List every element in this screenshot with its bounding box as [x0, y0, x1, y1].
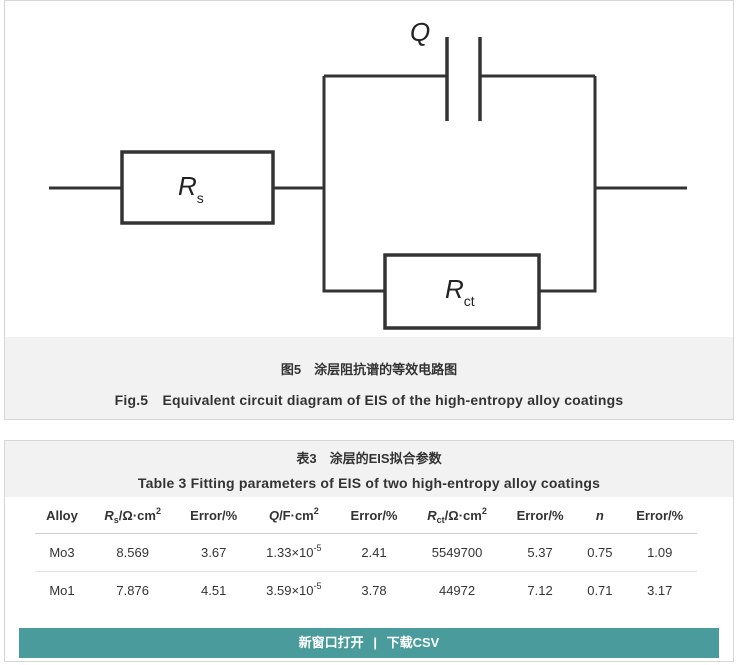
header-rct: Rct/Ω·cm2	[411, 497, 503, 534]
cell-q: 1.33×10-5	[250, 533, 337, 572]
table-caption-en: Table 3 Fitting parameters of EIS of two…	[137, 475, 601, 491]
table-caption-cn: 表3 涂层的EIS拟合参数	[296, 451, 442, 466]
cell-rs: 7.876	[116, 583, 149, 598]
cell-n: 0.75	[577, 533, 623, 572]
cell-error-4: 1.09	[622, 533, 697, 572]
rs-resistor	[120, 150, 275, 225]
left-rail	[322, 76, 385, 293]
cell-error-1: 3.67	[176, 533, 251, 572]
table-header-row: Alloy Rs/Ω·cm2 Error/% Q/F·cm2 Error/% R…	[35, 497, 697, 534]
header-error-1: Error/%	[176, 497, 251, 534]
cell-error-2: 2.41	[336, 533, 412, 572]
header-alloy: Alloy	[35, 497, 89, 534]
cell-rs: 8.569	[88, 533, 177, 572]
download-csv-link[interactable]: 下载CSV	[386, 635, 440, 650]
figure-caption-cn: 图5 涂层阻抗谱的等效电路图	[280, 362, 458, 377]
capacitor-label: Q	[410, 17, 430, 47]
right-rail	[539, 76, 597, 293]
cell-n: 0.71	[587, 583, 613, 598]
cell-error-3: 7.12	[527, 583, 553, 598]
figure-panel: Q Rs Rct 图5 涂层阻抗谱的等效电路图 Fig.5 Equivalent…	[4, 0, 734, 420]
open-new-window-link[interactable]: 新窗口打开	[298, 635, 364, 650]
rs-label: Rs	[178, 171, 204, 206]
cell-rct: 44972	[438, 583, 476, 598]
cell-error-3: 5.37	[502, 533, 578, 572]
header-error-3: Error/%	[502, 497, 578, 534]
equivalent-circuit-diagram: Q Rs Rct	[49, 17, 687, 330]
cell-error-4: 3.17	[647, 583, 673, 598]
header-q: Q/F·cm2	[250, 497, 337, 534]
header-error-2: Error/%	[336, 497, 412, 534]
cell-alloy: Mo3	[35, 533, 89, 572]
cell-error-2: 3.78	[361, 583, 387, 598]
header-n: n	[577, 497, 623, 534]
header-rs: Rs/Ω·cm2	[88, 497, 177, 534]
cell-error-1: 4.51	[201, 583, 227, 598]
figure-caption: 图5 涂层阻抗谱的等效电路图 Fig.5 Equivalent circuit …	[5, 337, 733, 419]
action-separator: |	[373, 635, 377, 650]
table-row: Mo3 8.569 3.67 1.33×10-5 2.41 5549700 5.…	[35, 533, 697, 572]
table-action-bar: 新窗口打开 | 下载CSV	[19, 628, 719, 658]
table-panel: 表3 涂层的EIS拟合参数 Table 3 Fitting parameters…	[4, 440, 734, 662]
rct-label: Rct	[445, 274, 475, 309]
eis-fitting-table: Alloy Rs/Ω·cm2 Error/% Q/F·cm2 Error/% R…	[35, 497, 697, 609]
figure-caption-en: Fig.5 Equivalent circuit diagram of EIS …	[114, 392, 624, 408]
header-error-4: Error/%	[622, 497, 697, 534]
cell-alloy: Mo1	[49, 583, 75, 598]
cell-q: 3.59×10-5	[266, 581, 322, 599]
table-caption: 表3 涂层的EIS拟合参数 Table 3 Fitting parameters…	[5, 441, 733, 497]
cell-rct: 5549700	[411, 533, 503, 572]
table-row: Mo1 7.876 4.51 3.59×10-5 3.78 44972 7.12…	[35, 572, 697, 610]
